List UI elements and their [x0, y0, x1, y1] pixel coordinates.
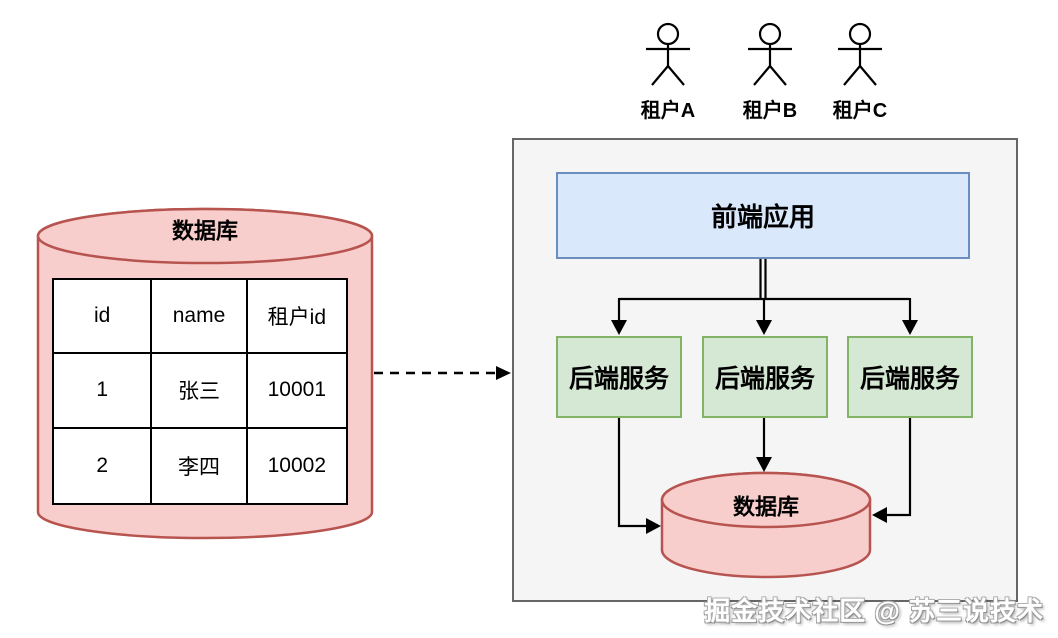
table-cell: 张三	[152, 354, 248, 429]
panel-database-title: 数据库	[733, 495, 799, 520]
actor-label: 租户C	[832, 100, 888, 122]
table-cell: 2	[54, 428, 153, 503]
table-cell: 10001	[247, 354, 346, 429]
table-cell: 1	[54, 354, 153, 429]
panel-database-cylinder: 数据库	[660, 471, 872, 579]
actor-tenant-a: 租户A	[618, 22, 718, 126]
person-icon	[646, 22, 690, 86]
table-cell: 10002	[267, 453, 327, 477]
table-cell: 李四	[152, 428, 248, 503]
tenant-table: id name 租户id 1 张三 10001 2 李四 10002	[52, 278, 348, 505]
table-header-tenant-id: 租户id	[247, 280, 346, 355]
backend-service-box-3: 后端服务	[847, 336, 973, 418]
table-header-id: id	[54, 280, 153, 355]
person-icon	[748, 22, 792, 86]
person-icon	[838, 22, 882, 86]
actor-label: 租户B	[742, 100, 798, 122]
actor-label: 租户A	[640, 100, 696, 122]
arrowhead-right-icon	[496, 366, 511, 380]
frontend-app-box: 前端应用	[556, 172, 970, 259]
table-header-name: name	[152, 280, 248, 355]
watermark: 掘金技术社区 @ 苏三说技术	[704, 596, 1044, 626]
backend-service-box-2: 后端服务	[702, 336, 828, 418]
left-database-title: 数据库	[172, 219, 238, 244]
backend-service-box-1: 后端服务	[556, 336, 682, 418]
actor-tenant-b: 租户B	[720, 22, 820, 126]
actor-tenant-c: 租户C	[810, 22, 910, 126]
